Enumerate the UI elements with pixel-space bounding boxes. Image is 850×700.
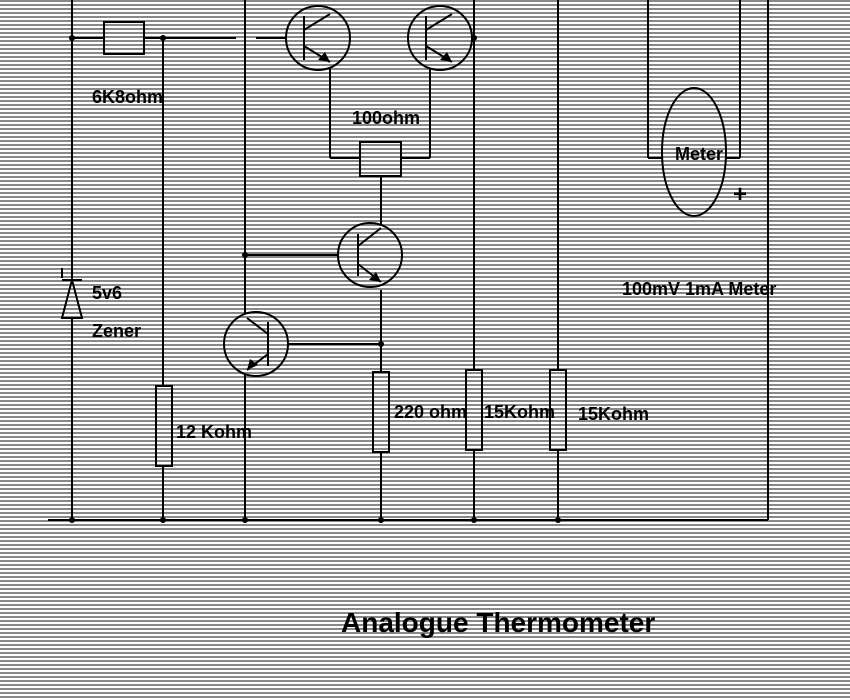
label-6k8: 6K8ohm — [92, 87, 163, 107]
resistor-6k8 — [103, 21, 145, 55]
label-meter: Meter — [675, 144, 723, 164]
label-220ohm: 220 ohm — [394, 402, 467, 422]
transistor-q4 — [223, 311, 289, 377]
transistor-q3 — [337, 222, 403, 288]
label-meter-spec: 100mV 1mA Meter — [622, 279, 776, 299]
resistor-220ohm — [372, 371, 390, 453]
label-plus: + — [733, 181, 747, 208]
label-zener-value: 5v6 — [92, 283, 122, 303]
label-12k: 12 Kohm — [176, 422, 252, 442]
transistor-q1 — [285, 5, 351, 71]
resistor-15k-a — [465, 369, 483, 451]
transistor-q2 — [407, 5, 473, 71]
junction-dots — [69, 35, 561, 523]
resistor-100ohm — [359, 141, 402, 177]
label-15k-b: 15Kohm — [578, 404, 649, 424]
label-100ohm: 100ohm — [352, 108, 420, 128]
label-zener-name: Zener — [92, 321, 141, 341]
resistor-12k — [155, 385, 173, 467]
diagram-title: Analogue Thermometer — [341, 607, 655, 638]
label-15k-a: 15Kohm — [484, 402, 555, 422]
